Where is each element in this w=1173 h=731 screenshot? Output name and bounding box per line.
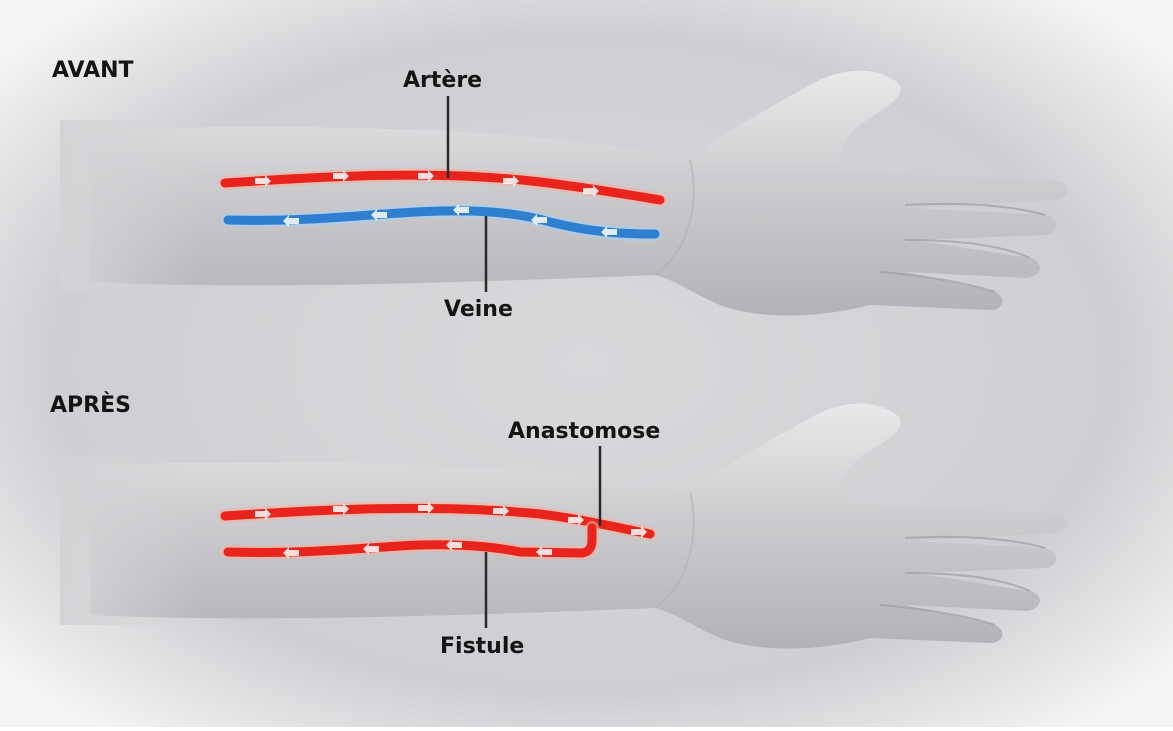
artery-label: Artère — [403, 68, 482, 93]
fistula-label: Fistule — [440, 634, 524, 659]
section-title-before: AVANT — [52, 58, 134, 83]
section-title-after: APRÈS — [50, 393, 131, 418]
vein-label: Veine — [444, 297, 513, 322]
anastomosis-label: Anastomose — [508, 419, 660, 444]
